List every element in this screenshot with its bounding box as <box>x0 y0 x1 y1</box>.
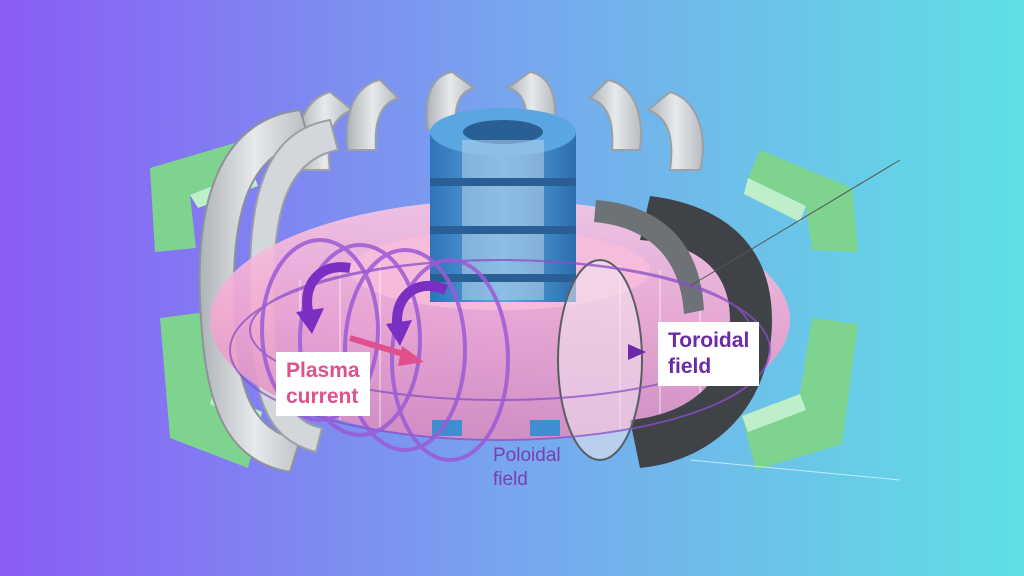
plasma-current-label-line-1: Plasma <box>286 359 360 382</box>
poloidal-field-label-line-2: field <box>493 469 528 490</box>
toroidal-coil-right <box>630 196 772 468</box>
toroidal-arrow-icon <box>628 344 646 360</box>
plasma-current-label: Plasma current <box>276 352 370 416</box>
toroidal-field-label: Toroidal field <box>658 322 760 386</box>
plasma-current-label-line-2: current <box>286 385 359 408</box>
toroidal-coil-left <box>198 108 312 474</box>
poloidal-field-loops <box>260 238 510 462</box>
poloidal-field-label: Poloidal field <box>493 444 561 492</box>
plasma-cross-section <box>557 259 643 461</box>
toroidal-field-label-line-2: field <box>668 355 712 378</box>
central-solenoid <box>430 108 576 436</box>
poloidal-arrow-icon <box>296 262 449 346</box>
outer-coil-right <box>742 150 858 470</box>
poloidal-field-label-line-1: Poloidal <box>493 445 561 466</box>
toroidal-field-label-line-1: Toroidal <box>668 329 750 352</box>
plasma-current-arrow-icon <box>349 335 424 366</box>
